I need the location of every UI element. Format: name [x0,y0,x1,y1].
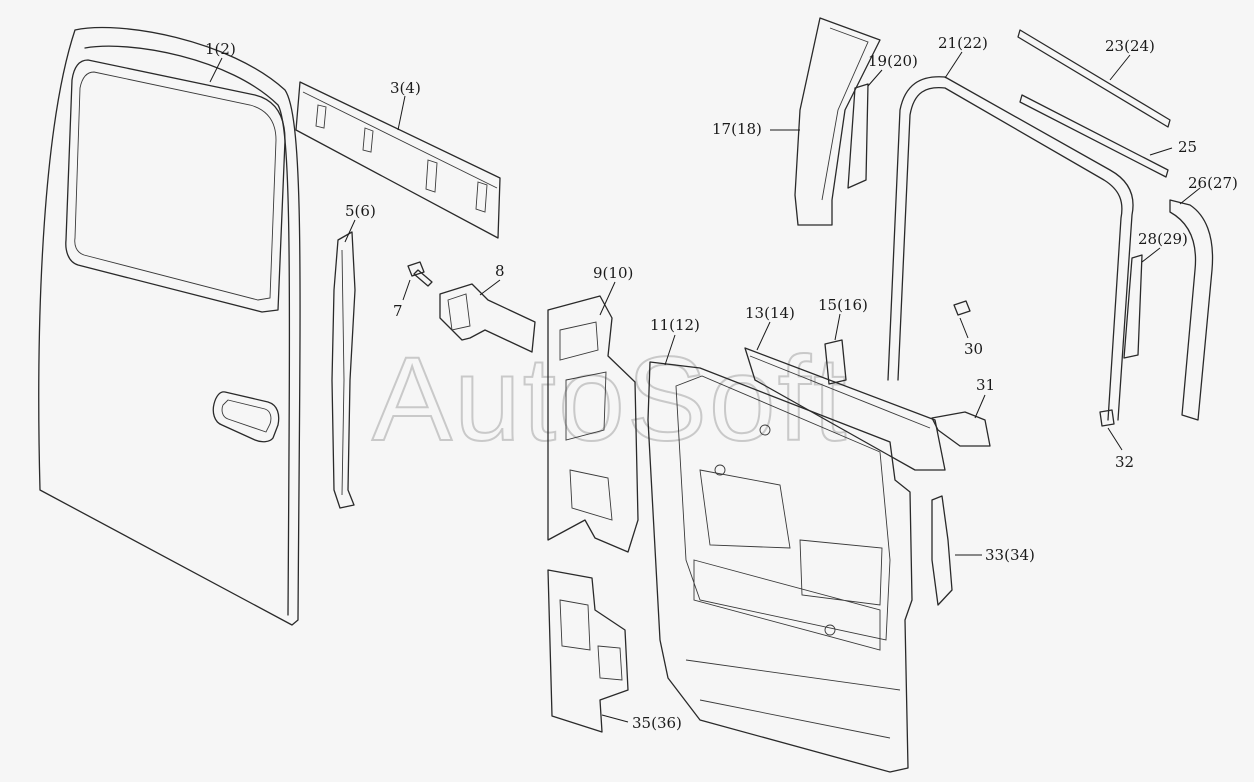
leader-lines [209,51,1201,723]
part-inner-door-panel [647,361,913,773]
part-window-frame-seal [887,76,1134,421]
callout-23: 23(24) [1105,37,1155,55]
part-hinge-8 [439,283,536,353]
callout-31: 31 [976,376,995,394]
part-lower-channel [744,347,946,471]
callout-25: 25 [1178,138,1197,156]
callout-5: 5(6) [345,202,376,220]
part-outer-door-panel [38,26,301,626]
callout-7: 7 [393,302,403,320]
part-small-bracket [824,339,847,385]
callout-30: 30 [964,340,983,358]
callout-26: 26(27) [1188,174,1238,192]
callout-35: 35(36) [632,714,682,732]
callout-3: 3(4) [390,79,421,97]
part-bolt-7 [407,261,433,287]
part-lower-reinforcement [547,569,629,733]
callout-17: 17(18) [712,120,762,138]
callout-13: 13(14) [745,304,795,322]
part-clip-32 [1099,409,1115,427]
part-bracket-31 [931,411,991,447]
callout-19: 19(20) [868,52,918,70]
part-top-strips [1017,29,1171,178]
part-bolt-30 [953,300,971,316]
part-rear-seal [1169,199,1214,421]
part-vertical-strip [331,231,356,509]
callout-8: 8 [495,262,505,280]
part-rear-reinforcement [931,495,953,606]
watermark-text: AutoSoft [372,332,848,466]
callout-11: 11(12) [650,316,700,334]
callout-15: 15(16) [818,296,868,314]
callout-33: 33(34) [985,546,1035,564]
callout-labels: 1(2) 3(4) 5(6) 7 8 9(10) 11(12) 13(14) 1… [205,34,1238,732]
part-rear-small-strip [1123,254,1143,359]
callout-21: 21(22) [938,34,988,52]
callout-32: 32 [1115,453,1134,471]
part-pillar-reinforcement [547,295,639,553]
callout-28: 28(29) [1138,230,1188,248]
part-perforated-strip [847,83,869,189]
part-window-pillar [794,17,881,226]
part-upper-reinforcement [295,81,501,239]
callout-9: 9(10) [593,264,633,282]
callout-1: 1(2) [205,40,236,58]
